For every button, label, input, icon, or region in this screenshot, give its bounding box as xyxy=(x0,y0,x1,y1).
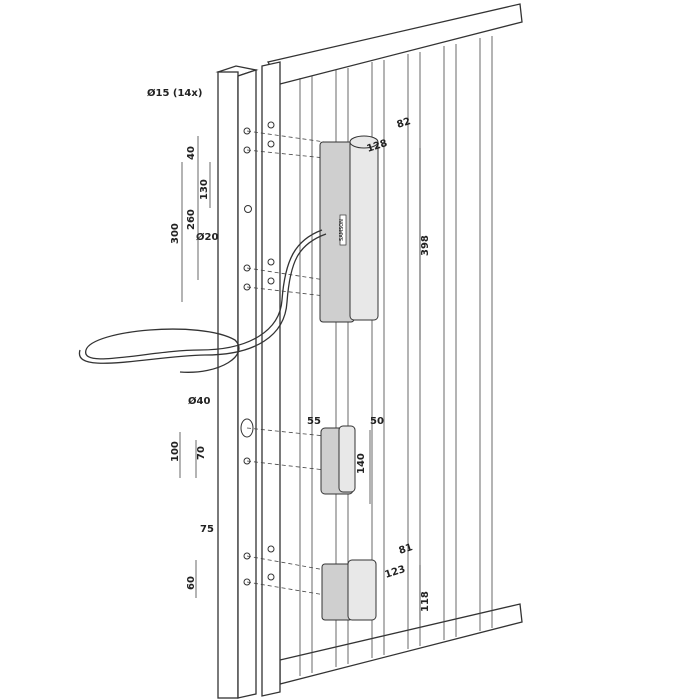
dim-d40: Ø40 xyxy=(188,395,210,407)
gate-stile xyxy=(261,61,281,697)
dim-82: 82 xyxy=(396,116,413,131)
dim-300: 300 xyxy=(170,223,181,244)
gate-bottom-rail xyxy=(279,603,523,685)
stile-holes xyxy=(267,121,275,581)
dim-81: 81 xyxy=(398,542,415,557)
dim-100: 100 xyxy=(170,441,181,462)
closer-brand: SAMSON xyxy=(339,219,345,241)
bottom-hinge xyxy=(321,559,377,621)
dim-398: 398 xyxy=(420,235,431,256)
dim-118: 118 xyxy=(420,591,431,612)
dim-70: 70 xyxy=(196,446,207,460)
projection-lines xyxy=(246,130,326,596)
hole-spec-label: Ø15 (14x) xyxy=(147,87,202,99)
dim-140: 140 xyxy=(356,453,367,474)
dimension-lines xyxy=(179,136,421,620)
middle-hinge xyxy=(320,425,356,495)
dim-130: 130 xyxy=(199,179,210,200)
dim-50: 50 xyxy=(370,416,384,427)
gate-top-rail xyxy=(267,3,523,85)
gate-panel xyxy=(261,3,523,697)
dim-d20: Ø20 xyxy=(196,231,218,243)
dim-75: 75 xyxy=(200,524,214,535)
top-hinge-closer: SAMSON xyxy=(319,135,379,323)
dim-55: 55 xyxy=(307,416,321,427)
dim-260: 260 xyxy=(186,209,197,230)
dim-123: 123 xyxy=(384,564,407,581)
dim-40: 40 xyxy=(186,146,197,160)
dim-60: 60 xyxy=(186,576,197,590)
dimension-labels: Ø15 (14x) 40 130 260 300 Ø20 82 128 398 … xyxy=(147,87,431,612)
gate-post xyxy=(215,65,259,699)
cable-loop xyxy=(78,229,327,373)
